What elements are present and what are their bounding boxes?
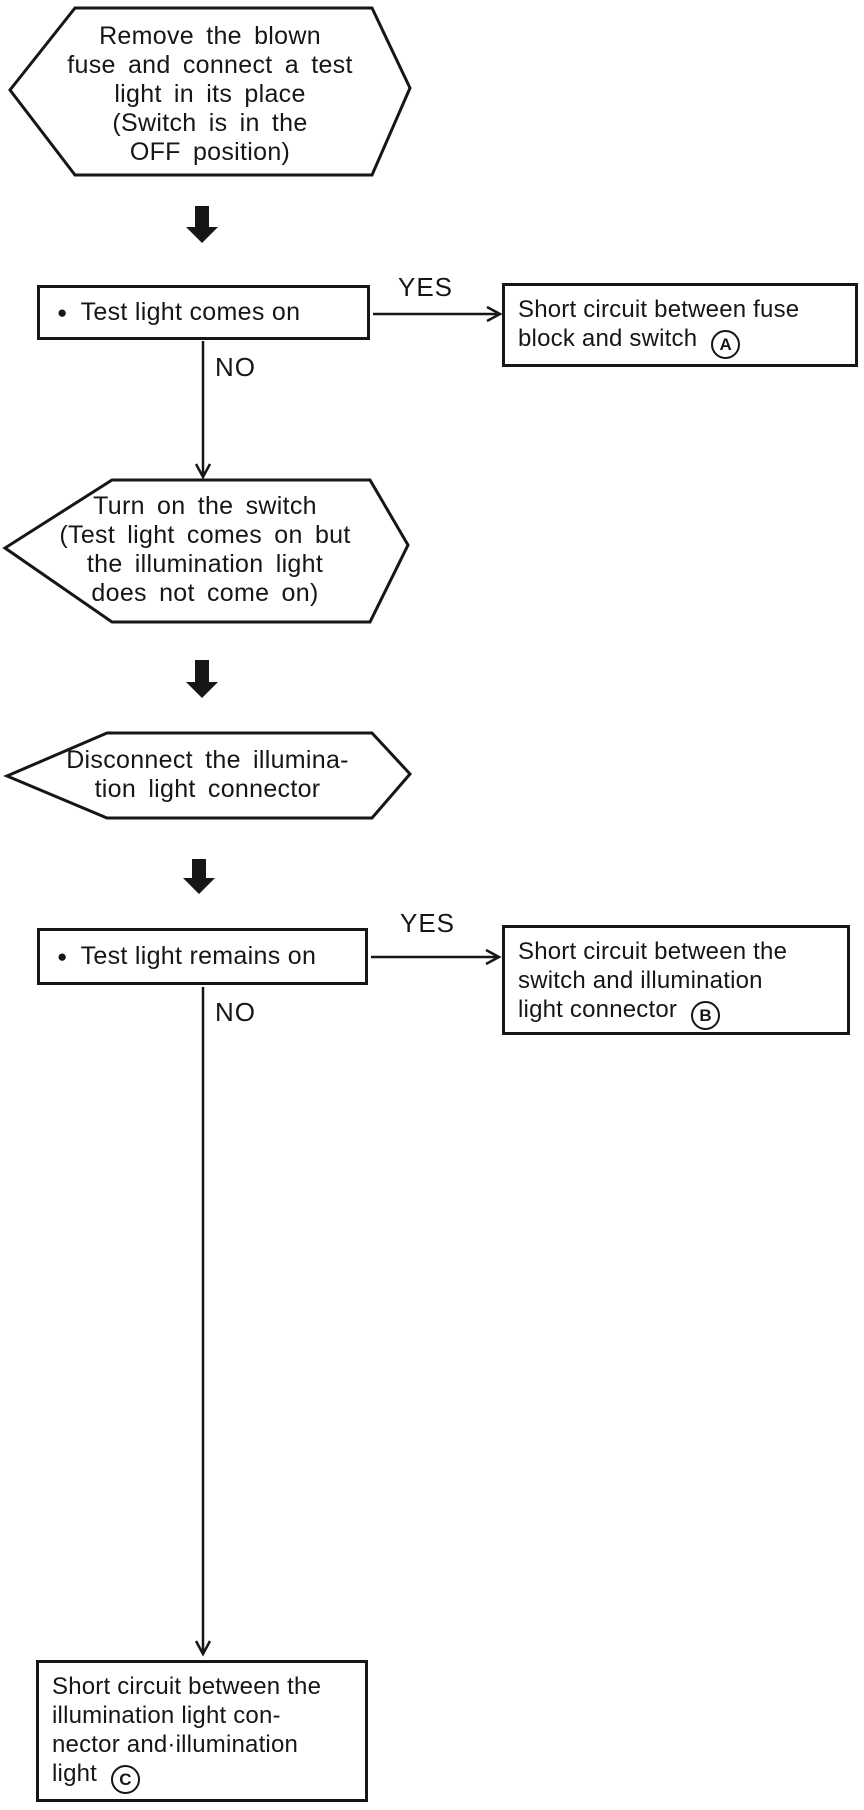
start-hexagon-shape	[8, 6, 412, 177]
block-arrow-2-icon	[186, 660, 218, 698]
result-b-box: Short circuit between the switch and ill…	[502, 925, 850, 1035]
step2-node-text: Turn on the switch (Test light comes on …	[59, 492, 351, 607]
start-node-text: Remove the blown fuse and connect a test…	[67, 22, 353, 166]
result-c-text: Short circuit between the illumination l…	[52, 1673, 322, 1787]
result-b-text: Short circuit between the switch and ill…	[518, 938, 788, 1023]
yes2-label: YES	[400, 908, 456, 938]
no2-arrowhead-icon	[194, 1640, 212, 1657]
decision2-label: Test light remains on	[80, 942, 317, 970]
yes1-label: YES	[398, 272, 454, 302]
decision1-label: Test light comes on	[80, 298, 301, 326]
no1-label: NO	[215, 352, 256, 382]
bullet-icon: ●	[57, 303, 68, 322]
decision1-box: ● Test light comes on	[37, 285, 370, 340]
decision2-box: ● Test light remains on	[37, 928, 368, 985]
tag-c-badge: C	[111, 1765, 141, 1794]
step2-hexagon-shape	[2, 478, 410, 624]
result-c-box: Short circuit between the illumination l…	[36, 1660, 368, 1802]
block-arrow-3-icon	[183, 859, 215, 894]
no2-label: NO	[215, 997, 256, 1027]
block-arrow-1-icon	[186, 206, 218, 243]
bullet-icon: ●	[57, 947, 68, 966]
yes1-arrowhead-icon	[486, 305, 503, 323]
tag-b-badge: B	[691, 1001, 721, 1030]
step3-hexagon-shape	[3, 731, 413, 820]
result-a-box: Short circuit between fuse block and swi…	[502, 283, 858, 367]
result-a-text: Short circuit between fuse block and swi…	[518, 296, 800, 352]
no1-arrowhead-icon	[194, 463, 212, 480]
tag-a-badge: A	[711, 330, 741, 359]
step3-node-text: Disconnect the illumina- tion light conn…	[66, 746, 349, 803]
yes2-arrowhead-icon	[485, 948, 502, 966]
